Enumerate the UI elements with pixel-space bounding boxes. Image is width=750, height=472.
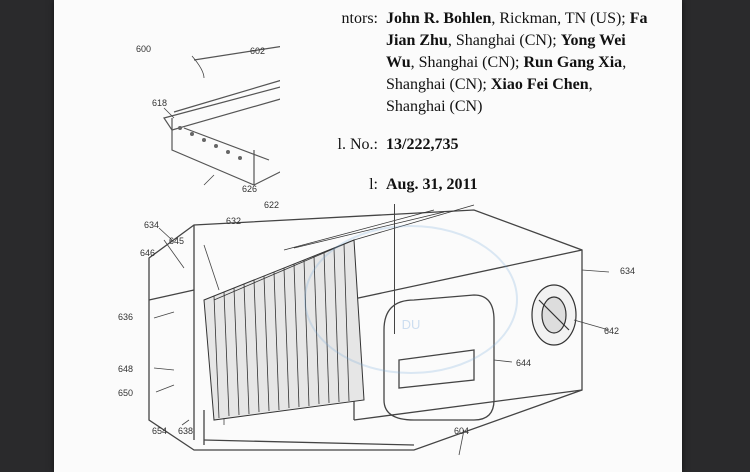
frame-holes — [178, 126, 242, 160]
inventor-location: Shanghai (CN) — [386, 98, 483, 115]
appl-no-value: 13/222,735 — [386, 136, 459, 153]
inventor-name: Fa — [629, 10, 648, 27]
leader-vertical — [394, 204, 395, 334]
ref-634b: 634 — [620, 266, 635, 276]
inventor-location: , Shanghai (CN); — [447, 32, 561, 49]
ref-636: 636 — [118, 312, 133, 322]
ref-626: 626 — [242, 184, 257, 194]
patent-page: 600 602 618 626 622 632 634 646 645 636 … — [54, 0, 682, 472]
inventor-line-2: Jian Zhu, Shanghai (CN); Yong Wei — [386, 30, 682, 52]
inventor-name: Jian Zhu — [386, 32, 448, 49]
ref-618: 618 — [152, 98, 167, 108]
ref-645: 645 — [169, 236, 184, 246]
ref-648: 648 — [118, 364, 133, 374]
inventors-value: John R. Bohlen, Rickman, TN (US); Fa Jia… — [386, 8, 682, 118]
inventor-name: Wu — [386, 54, 411, 71]
ref-634: 634 — [144, 220, 159, 230]
inventor-line-4: Shanghai (CN); Xiao Fei Chen, — [386, 74, 682, 96]
inventor-name: Xiao Fei Chen — [490, 76, 589, 93]
reference-numerals: 600 602 618 626 622 632 634 646 645 636 … — [118, 44, 635, 436]
ref-654: 654 — [152, 426, 167, 436]
filed-value: Aug. 31, 2011 — [386, 176, 478, 193]
inventor-line-5: Shanghai (CN) — [386, 96, 682, 118]
inventor-location: , — [622, 54, 627, 71]
inventor-location: , Rickman, TN (US); — [491, 10, 630, 27]
biblio-text: ntors: John R. Bohlen, Rickman, TN (US);… — [280, 0, 682, 200]
ref-642: 642 — [604, 326, 619, 336]
ref-650: 650 — [118, 388, 133, 398]
inventor-location: Shanghai (CN); — [386, 76, 491, 93]
inventor-location: , — [588, 76, 593, 93]
inventor-name: Yong Wei — [560, 32, 626, 49]
appl-no-label: l. No.: — [337, 136, 378, 153]
inventor-line-1: John R. Bohlen, Rickman, TN (US); Fa — [386, 8, 682, 30]
ref-638: 638 — [178, 426, 193, 436]
fin-lines — [213, 204, 475, 419]
inventor-name: John R. Bohlen — [386, 10, 492, 27]
inventor-name: Run Gang Xia — [523, 54, 623, 71]
ref-622: 622 — [264, 200, 279, 210]
inventor-line-3: Wu, Shanghai (CN); Run Gang Xia, — [386, 52, 682, 74]
ref-632: 632 — [226, 216, 241, 226]
knob — [531, 284, 577, 346]
inventor-location: , Shanghai (CN); — [410, 54, 524, 71]
upper-frame — [163, 45, 285, 186]
ref-646: 646 — [140, 248, 155, 258]
filed-label: l: — [369, 176, 378, 193]
ref-602: 602 — [250, 46, 265, 56]
patent-drawing: 600 602 618 626 622 632 634 646 645 636 … — [118, 44, 635, 456]
leader-lines — [153, 55, 610, 456]
ref-604: 604 — [454, 426, 469, 436]
ref-644: 644 — [516, 358, 531, 368]
inventors-label: ntors: — [341, 10, 378, 27]
main-housing — [148, 209, 583, 451]
ref-600: 600 — [136, 44, 151, 54]
